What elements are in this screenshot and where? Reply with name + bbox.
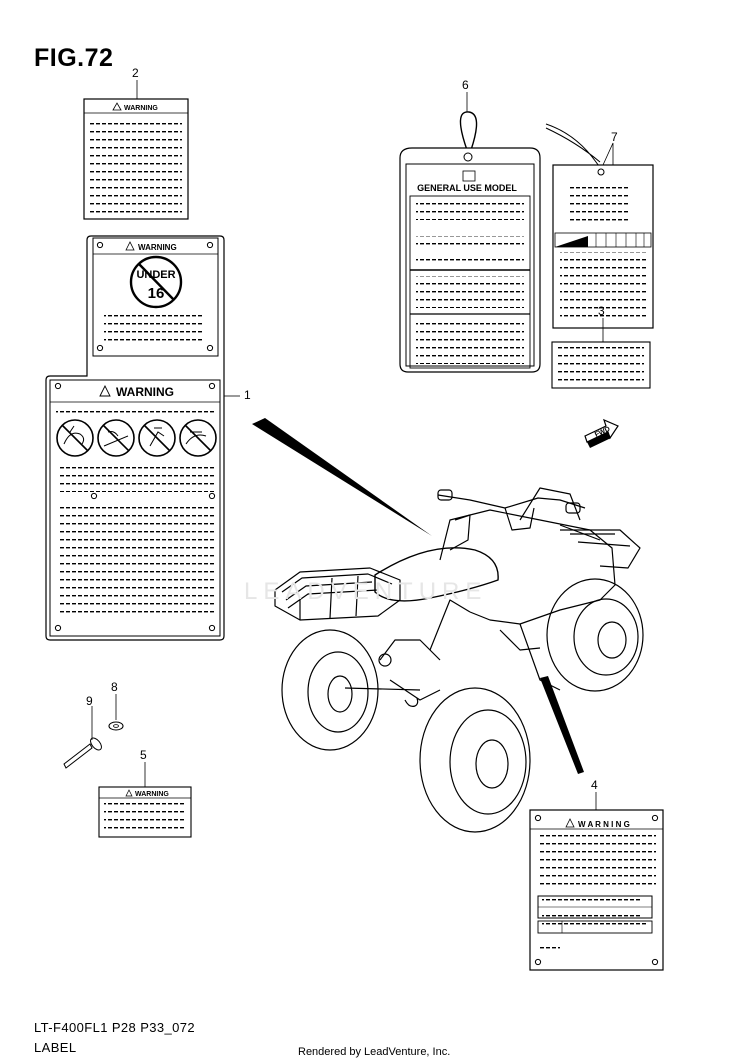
callout-6[interactable]: 6 <box>462 78 469 92</box>
label-5-heading: WARNING <box>135 791 169 798</box>
warning-triangle-icon <box>125 789 133 797</box>
label-1-upper-heading: WARNING <box>138 243 177 252</box>
part-3-label[interactable] <box>551 341 651 389</box>
warning-triangle-icon <box>112 102 122 111</box>
callout-1[interactable]: 1 <box>244 388 251 402</box>
leader-wedge-part-1 <box>252 418 432 536</box>
pictogram-row <box>56 419 217 457</box>
callout-4[interactable]: 4 <box>591 778 598 792</box>
label-2-heading: WARNING <box>124 105 158 112</box>
under-text: UNDER <box>136 269 175 281</box>
figure-title: FIG.72 <box>34 44 114 72</box>
callout-3[interactable]: 3 <box>598 304 605 318</box>
model-code: LT-F400FL1 P28 P33_072 <box>34 1020 196 1035</box>
tag-grid-table <box>554 232 652 248</box>
label-4-heading: W A R N I N G <box>578 820 630 829</box>
part-2-warning-label[interactable]: WARNING <box>83 98 189 220</box>
warning-triangle-icon <box>565 818 575 828</box>
callout-8[interactable]: 8 <box>111 680 118 694</box>
no-pavement-icon <box>97 419 135 457</box>
fwd-arrow-icon: FWD <box>584 418 619 448</box>
callout-7[interactable]: 7 <box>611 130 618 144</box>
label-1-lower-heading: WARNING <box>116 385 174 399</box>
part-1-warning-label[interactable]: WARNING UNDER 16 WARNING <box>45 235 225 641</box>
no-alcohol-icon <box>138 419 176 457</box>
part-4-warning-label[interactable]: W A R N I N G <box>529 809 664 971</box>
part-9-rivet[interactable] <box>63 736 104 769</box>
watermark-text: LEADVENTURE <box>244 578 488 605</box>
leader-wedge-part-4 <box>540 676 584 774</box>
no-passenger-icon <box>56 419 94 457</box>
render-credit: Rendered by LeadVenture, Inc. <box>298 1046 451 1058</box>
part-6-general-use-model-tag[interactable]: GENERAL USE MODEL <box>399 111 541 373</box>
callout-2[interactable]: 2 <box>132 66 139 80</box>
part-7-hang-tag[interactable] <box>545 123 654 329</box>
general-use-model-heading: GENERAL USE MODEL <box>417 183 517 193</box>
age-number: 16 <box>148 285 165 302</box>
callout-5[interactable]: 5 <box>140 748 147 762</box>
warning-triangle-icon <box>125 241 135 251</box>
part-8-washer[interactable] <box>108 721 124 731</box>
section-name: LABEL <box>34 1040 77 1055</box>
callout-9[interactable]: 9 <box>86 694 93 708</box>
atv-illustration <box>274 487 644 833</box>
warning-triangle-icon <box>99 384 111 397</box>
part-5-warning-label[interactable]: WARNING <box>98 786 192 838</box>
no-public-road-icon <box>179 419 217 457</box>
under-16-prohibition-icon: UNDER 16 <box>129 255 183 309</box>
